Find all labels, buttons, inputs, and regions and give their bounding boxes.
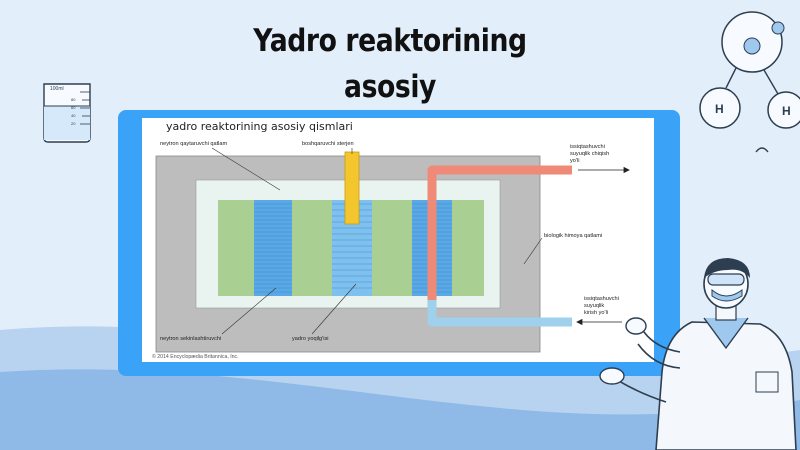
beaker-mark-label: 40 [71,113,76,118]
leader-line [311,283,357,335]
reactor-diagram: yadro reaktorining asosiy qismlari [152,120,630,360]
scientist-illustration [599,258,797,450]
coolant-inlet-pipe [427,300,572,327]
coolant-outlet-pipe [427,165,572,300]
molecule-illustration: H H [699,11,800,153]
moderator-block [292,200,332,296]
inlet-arrow [576,318,622,326]
leader-line [523,237,543,265]
label-coolant-in: issiqtashuvchi [584,296,619,302]
beaker-mark-label: 100ml [50,86,64,92]
moderator-block [372,200,412,296]
label-fuel: yadro yoqilg'isi [292,336,329,342]
label-shield: biologik himoya qatlami [544,233,602,239]
atom-letter: H [782,104,791,118]
label-coolant-out: issiqtashuvchi [570,144,605,150]
beaker-mark-label: 60 [71,105,76,110]
label-control-rod: boshqaruvchi sterjen [302,141,354,147]
atom-letter: H [715,102,724,116]
label-coolant-in: suyuqlik [584,303,604,309]
copyright-notice: © 2014 Encyclopædia Britannica, Inc. [152,353,239,360]
diagram-card: yadro reaktorining asosiy qismlari [142,118,654,362]
label-reflector: neytron qaytaruvchi qatlam [160,141,228,147]
leader-line [221,287,277,335]
label-coolant-out: suyuqlik chiqish [570,151,609,157]
control-rod [344,151,360,225]
moderator-block [452,200,484,296]
moderator-block [218,200,254,296]
label-moderator: neytron sekinlashtiruvchi [160,336,221,342]
slide-title-line-1: Yadro reaktorining asosiy [253,23,527,105]
label-coolant-in: kirish yo'li [584,310,608,316]
beaker-illustration: 100ml 80 60 40 20 [43,83,91,143]
leader-line [211,147,281,191]
diagram-title: yadro reaktorining asosiy qismlari [166,120,353,133]
beaker-mark-label: 80 [71,97,76,102]
outlet-arrow [578,166,630,174]
label-coolant-out: yo'li [570,158,579,164]
beaker-mark-label: 20 [71,121,76,126]
